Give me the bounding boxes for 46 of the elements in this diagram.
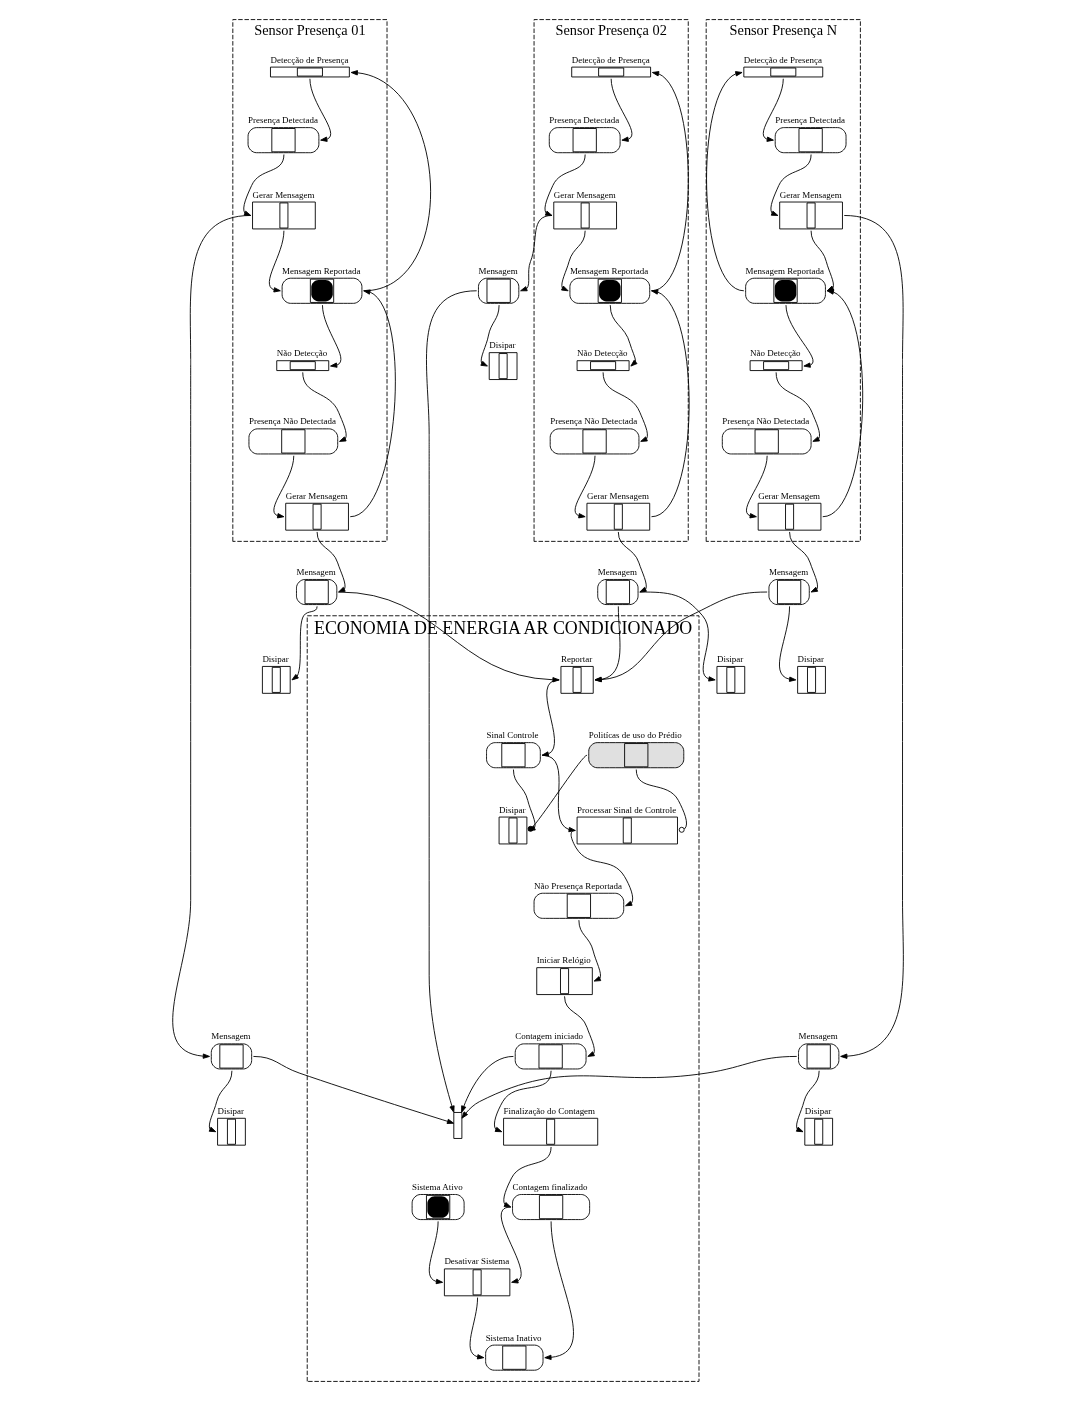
node-label: Detecção de Presença	[743, 54, 822, 65]
node-label: Reportar	[560, 653, 593, 664]
node-label: Não Detecção	[577, 348, 628, 359]
node-label: Mensagem	[296, 566, 336, 577]
node-label: Gerar Mensagem	[553, 189, 616, 200]
node-label: Mensagem Reportada	[282, 265, 361, 276]
node-label: Presença Não Detectada	[550, 416, 638, 427]
node-label: Mensagem	[798, 1031, 838, 1042]
node-label: Presença Não Detectada	[248, 416, 336, 427]
node-label: Presença Detectada	[248, 115, 318, 126]
node-label: Gerar Mensagem	[586, 490, 649, 501]
node-label: Mensagem Reportada	[569, 265, 649, 276]
node-label: Gerar Mensagem	[285, 490, 348, 501]
node-label: Disipar	[262, 653, 289, 664]
node-label: Disipar	[716, 653, 744, 664]
node-label: Sistema Ativo	[412, 1182, 463, 1193]
node-label: Iniciar Relógio	[536, 955, 591, 966]
node-label: Contagem iniciado	[515, 1031, 584, 1042]
node-label: Disipar	[797, 653, 824, 664]
node-label: Mensagem	[478, 265, 518, 276]
node-label: Sistema Inativo	[485, 1332, 542, 1343]
node-label: Mensagem	[597, 566, 637, 577]
node-label: Mensagem	[768, 566, 809, 577]
node-label: Presença Detectada	[549, 115, 620, 126]
node-label: Politícas de uso do Prédio	[588, 730, 682, 741]
node-label: Detecção de Presença	[571, 54, 650, 65]
node-label: Mensagem	[211, 1031, 251, 1042]
node-label: Sinal Controle	[486, 730, 539, 741]
node-label: Contagem finalizado	[512, 1182, 588, 1193]
node-label: Gerar Mensagem	[779, 189, 842, 200]
node-label: Gerar Mensagem	[252, 189, 315, 200]
node-label: Não Detecção	[750, 348, 801, 359]
node-label: Não Detecção	[276, 348, 328, 359]
node-label: Disipar	[217, 1105, 244, 1116]
node-label: Desativar Sistema	[444, 1256, 510, 1267]
node-label: Presença Detectada	[775, 115, 846, 126]
node-label: Disipar	[489, 340, 516, 351]
node-label: Mensagem Reportada	[745, 265, 824, 276]
node-label: Gerar Mensagem	[758, 490, 821, 501]
node-label: Processar Sinal de Controle	[577, 804, 677, 815]
node-label: Não Presença Reportada	[534, 880, 623, 891]
node-label: Finalização do Contagem	[503, 1105, 596, 1116]
node-label: Disipar	[804, 1105, 832, 1116]
node-label: Detecção de Presença	[270, 54, 349, 65]
node-label: Disipar	[499, 804, 526, 815]
node-label: Presença Não Detectada	[722, 416, 810, 427]
